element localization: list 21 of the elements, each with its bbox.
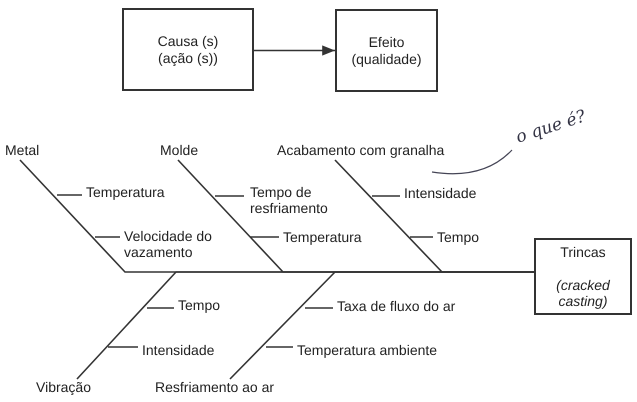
cause-label: Intensidade — [404, 185, 476, 202]
cause-label: Temperatura ambiente — [297, 342, 438, 358]
cause-label: Temperatura — [86, 184, 165, 200]
effect-box: Trincas (cracked casting) — [534, 238, 632, 315]
cause-label: Tempo — [178, 297, 220, 314]
cause-label: Tempo — [437, 229, 480, 246]
cause-label: Tempo de resfriamento — [250, 184, 329, 216]
fishbone-line — [229, 271, 534, 380]
cause-label: Temperatura — [283, 229, 362, 246]
cause-label: Velocidade do vazamento — [124, 228, 213, 260]
handwritten-note: o que é? — [514, 107, 588, 148]
category-label: Metal — [5, 142, 40, 158]
cause-label: Taxa de fluxo do ar — [337, 298, 456, 314]
cause-box: Causa (s) (ação (s)) — [122, 8, 254, 91]
category-label: Vibração — [36, 379, 92, 396]
effect-box: Efeito (qualidade) — [335, 9, 438, 92]
category-label: Resfriamento ao ar — [155, 379, 274, 396]
category-label: Acabamento com granalha — [277, 142, 444, 158]
cause-label: Intensidade — [142, 342, 214, 358]
arrow — [254, 45, 335, 56]
category-label: Molde — [160, 142, 198, 158]
